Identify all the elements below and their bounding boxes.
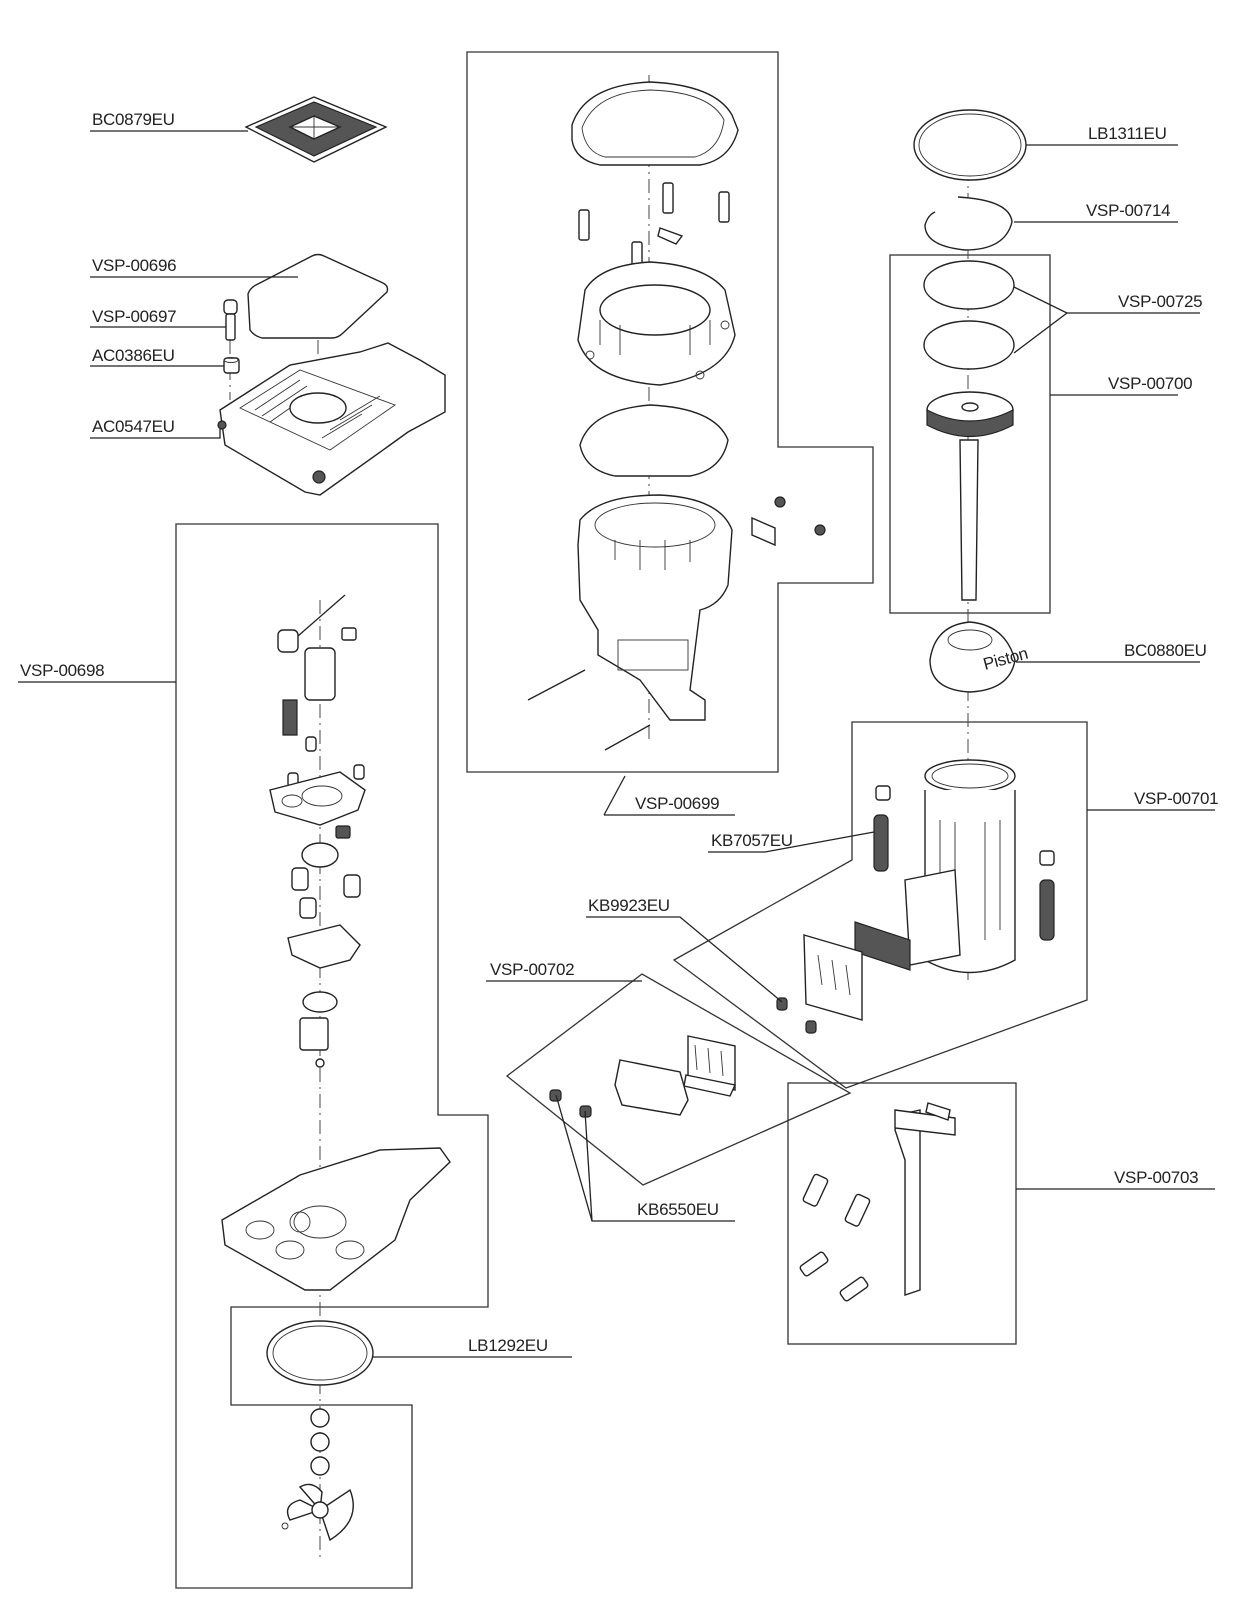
label-ac0547eu: AC0547EU [92, 417, 175, 436]
label-vsp-00699: VSP-00699 [635, 794, 719, 813]
part-bc0880eu-bumper: Piston [929, 621, 1030, 693]
group-box-vsp-00701 [672, 721, 1088, 1089]
part-fan-stack [281, 1408, 354, 1542]
group-box-vsp-00699 [466, 51, 874, 773]
part-kb6550eu-screws [549, 1089, 592, 1118]
group-box-vsp-00698 [175, 523, 489, 1589]
label-vsp-00702: VSP-00702 [490, 960, 574, 979]
part-vsp-00697-screw [223, 299, 238, 341]
label-vsp-00697: VSP-00697 [92, 307, 176, 326]
part-vsp-00703-bracket [799, 1102, 956, 1302]
part-bc0879eu-filter-grid [244, 96, 388, 163]
part-vsp-00725-orings [923, 260, 1015, 370]
label-vsp-00698: VSP-00698 [20, 661, 104, 680]
part-vsp-00701-cylinder [904, 759, 1016, 974]
part-solenoid [277, 594, 357, 736]
part-kb9923eu-screws [776, 997, 817, 1034]
part-kb7057eu-springs [873, 785, 1055, 941]
part-gasket-top [571, 81, 739, 166]
label-kb9923eu: KB9923EU [588, 896, 670, 915]
group-box-vsp-00703 [787, 1082, 1017, 1345]
part-lb1292eu-ring [266, 1320, 374, 1386]
label-vsp-00714: VSP-00714 [1086, 201, 1170, 220]
part-valve-plate [803, 921, 911, 1021]
label-kb7057eu: KB7057EU [711, 831, 793, 850]
part-labels: BC0879EU VSP-00696 VSP-00697 AC0386EU AC… [20, 110, 1219, 1355]
label-vsp-00703: VSP-00703 [1114, 1168, 1198, 1187]
leader-lines [18, 130, 1215, 1358]
group-box-vsp-00700 [889, 254, 1051, 614]
part-ac0547eu-housing [217, 342, 446, 496]
part-pins [527, 669, 651, 751]
label-vsp-00701: VSP-00701 [1134, 789, 1218, 808]
part-ac0386eu-bushing [223, 357, 240, 374]
label-bc0880eu: BC0880EU [1124, 641, 1207, 660]
part-vsp-00702-reed-valve [614, 1035, 737, 1116]
label-lb1311eu: LB1311EU [1088, 124, 1167, 143]
part-base-housing [221, 1147, 451, 1291]
label-bc0879eu: BC0879EU [92, 110, 175, 129]
label-vsp-00700: VSP-00700 [1108, 374, 1192, 393]
part-upper-frame [577, 261, 736, 386]
part-lower-frame [577, 494, 826, 721]
label-vsp-00725: VSP-00725 [1118, 292, 1202, 311]
part-gasket-middle [579, 404, 729, 477]
part-screws-top [578, 182, 730, 269]
label-ac0386eu: AC0386EU [92, 346, 175, 365]
label-lb1292eu: LB1292EU [468, 1336, 548, 1355]
group-box-vsp-00702 [505, 973, 852, 1186]
part-lb1311eu-ring [913, 109, 1027, 181]
label-kb6550eu: KB6550EU [637, 1200, 719, 1219]
part-valve-gasket [269, 771, 366, 826]
part-vsp-00714-circlip [924, 196, 1013, 251]
part-valve-internals [287, 825, 361, 1068]
label-vsp-00696: VSP-00696 [92, 256, 176, 275]
part-piston [926, 391, 1014, 601]
part-vsp-00696-cover [247, 253, 389, 339]
